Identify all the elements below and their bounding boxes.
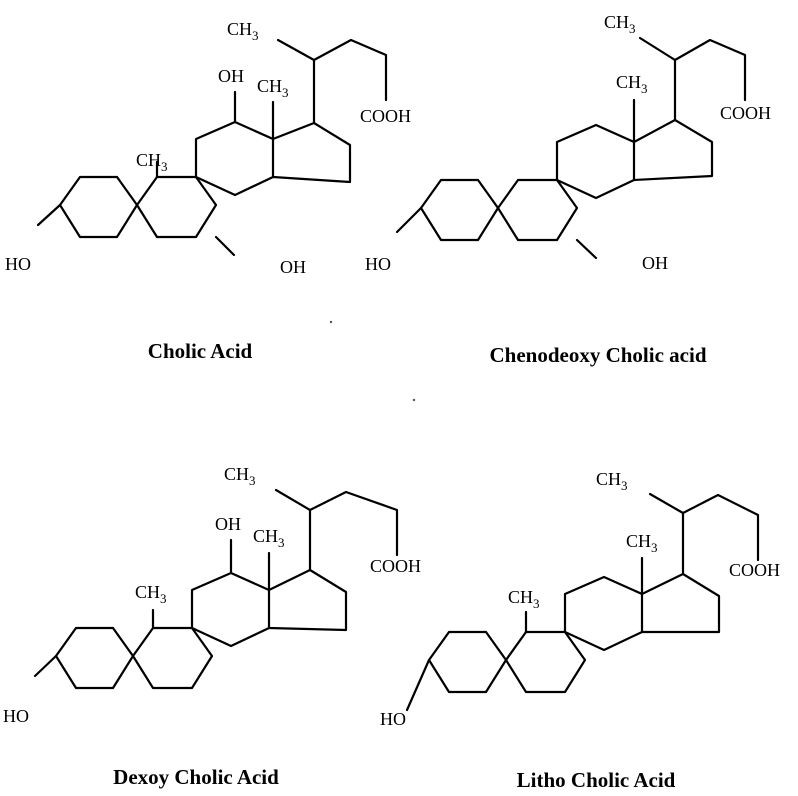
oh-c7-label: OH	[280, 257, 306, 277]
bond-skeleton	[36, 38, 388, 257]
scan-speck	[412, 398, 416, 402]
oh-c3-label: HO	[5, 254, 31, 274]
oh-c12-label: OH	[215, 514, 241, 534]
methyl-c19-label: CH3	[135, 582, 167, 606]
methyl-c18-label: CH3	[257, 76, 289, 100]
methyl-c18-label: CH3	[253, 526, 285, 550]
molecule-dexoy-cholic-acid: CH3 OH CH3 COOH CH3 HO Dexoy Cholic Acid	[3, 464, 421, 789]
molecule-caption: Chenodeoxy Cholic acid	[489, 343, 706, 367]
molecule-caption: Dexoy Cholic Acid	[113, 765, 279, 789]
methyl-side-label: CH3	[604, 12, 636, 36]
bond-skeleton	[405, 492, 760, 712]
oh-c3-label: HO	[380, 709, 406, 729]
scan-speck	[329, 320, 333, 324]
acid-label: COOH	[729, 560, 780, 580]
acid-label: COOH	[720, 103, 771, 123]
acid-label: COOH	[370, 556, 421, 576]
molecule-caption: Cholic Acid	[148, 339, 253, 363]
methyl-side-label: CH3	[224, 464, 256, 488]
oh-c12-label: OH	[218, 66, 244, 86]
molecule-chenodeoxy-cholic-acid: CH3 CH3 COOH HO OH Chenodeoxy Cholic aci…	[365, 12, 771, 367]
oh-c3-label: HO	[365, 254, 391, 274]
methyl-c19-label: CH3	[136, 150, 168, 174]
molecule-litho-cholic-acid: CH3 CH3 COOH CH3 HO Litho Cholic Acid	[380, 469, 780, 792]
bond-skeleton	[395, 36, 747, 260]
oh-c7-label: OH	[642, 253, 668, 273]
methyl-side-label: CH3	[227, 19, 259, 43]
oh-c3-label: HO	[3, 706, 29, 726]
acid-label: COOH	[360, 106, 411, 126]
methyl-c19-label: CH3	[508, 587, 540, 611]
bond-skeleton	[33, 488, 399, 690]
molecule-cholic-acid: CH3 OH CH3 COOH CH3 HO OH Cholic Acid	[5, 19, 411, 363]
molecule-caption: Litho Cholic Acid	[517, 768, 676, 792]
methyl-c18-label: CH3	[626, 531, 658, 555]
methyl-side-label: CH3	[596, 469, 628, 493]
methyl-c18-label: CH3	[616, 72, 648, 96]
